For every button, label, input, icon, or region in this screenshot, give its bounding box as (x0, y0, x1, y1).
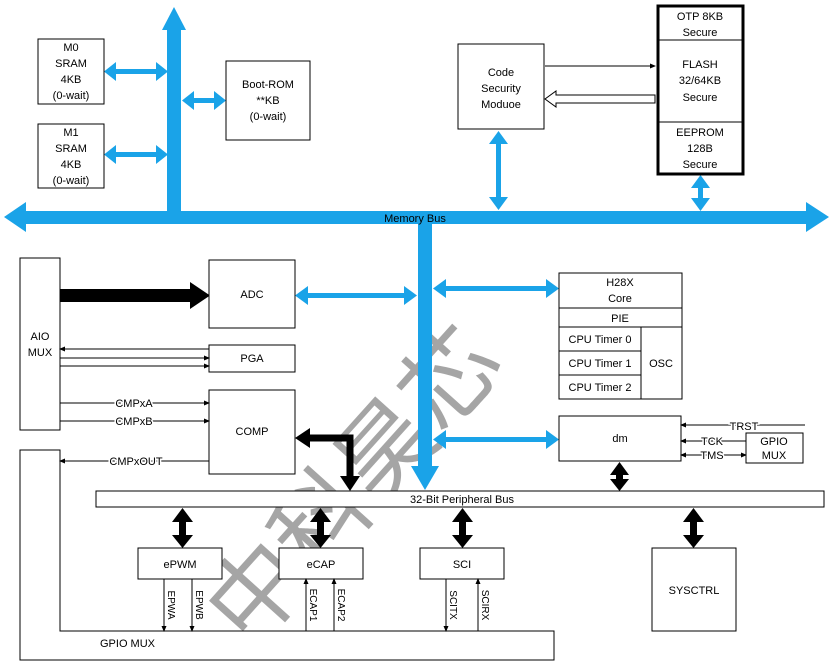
code-security-label-1: Security (481, 83, 521, 95)
memory-bus-right-arrowhead (806, 202, 829, 232)
code-security-block (457, 43, 545, 130)
cpu-core-block (558, 272, 683, 309)
code-security-label-0: Code (488, 67, 514, 79)
epwa-label: EPWA (165, 590, 176, 619)
flash-label-0: FLASH (682, 59, 718, 71)
m0-label-3: (0-wait) (53, 90, 90, 102)
sci-block (419, 547, 505, 580)
otp-label-1: Secure (683, 27, 718, 39)
ecap2-label: ECAP2 (335, 589, 346, 622)
cpu-timer-1-label: CPU Timer 1 (569, 358, 632, 370)
m1-sram-block (37, 123, 105, 189)
cmpxb-label: CMPxB (115, 416, 152, 428)
sci-label: SCI (453, 559, 471, 571)
epwm-label: ePWM (164, 559, 197, 571)
cpu-timer-2-block (558, 374, 642, 400)
gpio-mux-bottom-block (19, 449, 555, 661)
ecap-bus-arrow (310, 508, 331, 548)
center-vertical-bus (418, 222, 432, 470)
peripheral-bus (95, 490, 825, 508)
memory-bus-label: Memory Bus (384, 213, 446, 225)
boot-rom-label-2: (0-wait) (250, 111, 287, 123)
comp-label: COMP (236, 426, 269, 438)
pie-label: PIE (611, 313, 629, 325)
pga-block (208, 344, 296, 373)
osc-block (640, 326, 683, 400)
memory-bus (24, 211, 810, 224)
scitx-label: SCITX (447, 590, 458, 620)
m1-label-0: M1 (63, 127, 78, 139)
gpio-mux-debug-label-0: GPIO (760, 436, 788, 448)
gpio-mux-debug-label-1: MUX (762, 450, 787, 462)
pga-label: PGA (240, 353, 264, 365)
osc-label: OSC (649, 358, 673, 370)
peripheral-bus-label: 32-Bit Peripheral Bus (410, 494, 514, 506)
dm-label: dm (612, 433, 627, 445)
cmpxa-label: CMPxA (115, 398, 153, 410)
tck-label: TCK (701, 436, 724, 448)
adc-label: ADC (240, 289, 263, 301)
cpu-core-label-1: Core (608, 293, 632, 305)
epwb-label: EPWB (193, 590, 204, 620)
m0-label-1: SRAM (55, 58, 87, 70)
m0-label-2: 4KB (61, 74, 82, 86)
left-vertical-bus-arrowhead (162, 7, 186, 30)
flash-label-2: Secure (683, 92, 718, 104)
sci-bus-arrow (452, 508, 473, 548)
boot-rom-label-0: Boot-ROM (242, 79, 294, 91)
ecap-label: eCAP (307, 559, 336, 571)
eeprom-label-0: EEPROM (676, 127, 724, 139)
bus-graphics (4, 7, 829, 490)
aio-mux-label-0: AIO (31, 331, 50, 343)
trst-label: TRST (730, 421, 759, 433)
sysctrl-label: SYSCTRL (669, 585, 720, 597)
cmpxout-label: CMPxOUT (109, 456, 162, 468)
otp-label-0: OTP 8KB (677, 11, 723, 23)
cpu-timer-0-label: CPU Timer 0 (569, 334, 632, 346)
epwm-bus-arrow (172, 508, 193, 548)
center-vertical-bus-arrowhead (411, 466, 439, 490)
aio-mux-label-1: MUX (28, 347, 53, 359)
m1-label-1: SRAM (55, 143, 87, 155)
m0-label-0: M0 (63, 42, 78, 54)
epwm-block (137, 547, 223, 580)
cpu-timer-2-label: CPU Timer 2 (569, 382, 632, 394)
sysctrl-block (651, 547, 737, 632)
flash-label-1: 32/64KB (679, 75, 721, 87)
sysctrl-bus-arrow (683, 508, 704, 548)
memory-bus-left-arrowhead (4, 202, 26, 232)
dm-peripheral-bus-arrow (610, 462, 629, 491)
comp-block (208, 389, 296, 475)
gpio-mux-bottom-label: GPIO MUX (100, 638, 156, 650)
code-security-label-2: Moduoe (481, 99, 521, 111)
tms-label: TMS (700, 450, 723, 462)
m1-label-2: 4KB (61, 159, 82, 171)
dm-block (558, 415, 682, 462)
aio-mux-block (19, 257, 61, 431)
ecap1-label: ECAP1 (307, 589, 318, 622)
aio-to-adc-bold-arrow (60, 282, 210, 309)
eeprom-label-1: 128B (687, 143, 713, 155)
m0-sram-block (37, 38, 105, 105)
ecap-block (278, 547, 364, 580)
left-vertical-bus (167, 28, 181, 212)
gpio-mux-debug-block (745, 432, 804, 464)
cpu-timer-0-block (558, 326, 642, 352)
otp-flash-eeprom-stack (656, 4, 745, 176)
m1-label-3: (0-wait) (53, 175, 90, 187)
eeprom-label-2: Secure (683, 159, 718, 171)
adc-block (208, 259, 296, 329)
boot-rom-block (225, 60, 311, 141)
boot-rom-label-1: **KB (256, 95, 279, 107)
comp-peripheral-bus-bold-connector (295, 428, 360, 491)
flash-to-code-security-hollow-arrow (544, 90, 656, 108)
scirx-label: SCIRX (479, 590, 490, 621)
cpu-core-label-0: H28X (606, 277, 634, 289)
